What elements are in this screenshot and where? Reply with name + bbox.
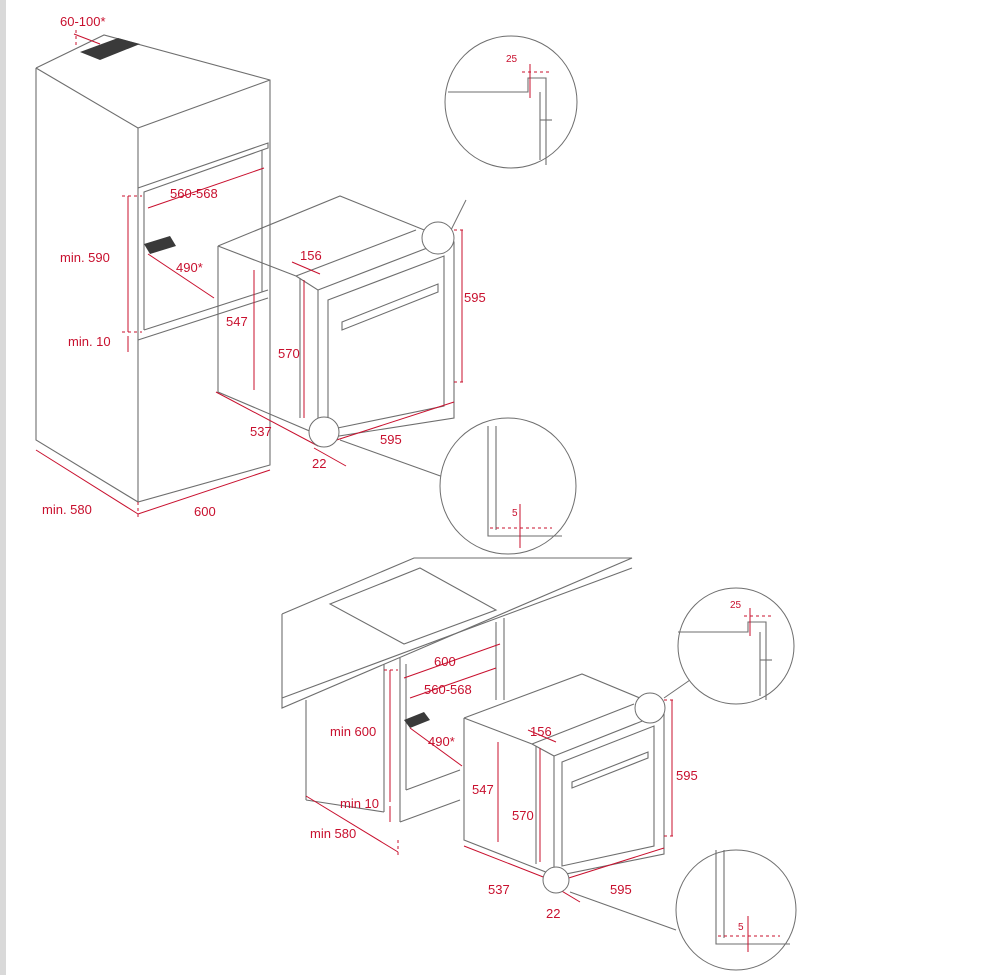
counter-dimension-lines bbox=[305, 643, 501, 858]
niche-vent-grille bbox=[144, 236, 176, 254]
oven-depth-label: 537 bbox=[250, 424, 272, 439]
detail-top-gap-label: 25 bbox=[506, 54, 518, 65]
oven-front-height-label: 570 bbox=[278, 346, 300, 361]
counter-oven-depth-label: 537 bbox=[488, 882, 510, 897]
column-oven bbox=[217, 195, 455, 439]
column-detail-top bbox=[421, 35, 578, 255]
vent-gap-label: 60-100* bbox=[60, 14, 106, 29]
counter-oven-height-label: 595 bbox=[676, 768, 698, 783]
kitchen-counter bbox=[281, 557, 633, 823]
oven-width-label: 595 bbox=[380, 432, 402, 447]
counter-cabinet-depth-label: min 580 bbox=[310, 826, 356, 841]
counter-base-gap-label: min 10 bbox=[340, 796, 379, 811]
counter-width-label: 600 bbox=[434, 654, 456, 669]
left-edge-strip bbox=[0, 0, 6, 975]
vent-depth-label: 490* bbox=[176, 260, 203, 275]
door-offset-label: 22 bbox=[312, 456, 326, 471]
undercounter-detail-bottom bbox=[542, 849, 797, 971]
column-detail-bottom bbox=[308, 416, 577, 555]
undercounter-detail-top bbox=[634, 587, 795, 724]
niche-width-label: 560-568 bbox=[170, 186, 218, 201]
counter-niche-height-label: min 600 bbox=[330, 724, 376, 739]
counter-oven-front-height-label: 570 bbox=[512, 808, 534, 823]
counter-door-offset-label: 22 bbox=[546, 906, 560, 921]
undercounter-oven bbox=[463, 673, 665, 877]
tall-cabinet bbox=[35, 34, 271, 503]
undercounter-oven-dimension-lines bbox=[463, 699, 676, 903]
oven-height-label: 595 bbox=[464, 290, 486, 305]
top-vent-grille bbox=[80, 38, 140, 60]
door-thickness-label: 156 bbox=[300, 248, 322, 263]
column-oven-dimension-lines bbox=[215, 229, 466, 467]
counter-vent-grille bbox=[404, 712, 430, 728]
counter-oven-width-label: 595 bbox=[610, 882, 632, 897]
counter-detail-bottom-gap-label: 5 bbox=[738, 922, 744, 933]
counter-detail-top-gap-label: 25 bbox=[730, 600, 742, 611]
counter-oven-body-height-label: 547 bbox=[472, 782, 494, 797]
detail-bottom-gap-label: 5 bbox=[512, 508, 518, 519]
cabinet-width-label: 600 bbox=[194, 504, 216, 519]
niche-height-label: min. 590 bbox=[60, 250, 110, 265]
counter-niche-width-label: 560-568 bbox=[424, 682, 472, 697]
base-gap-label: min. 10 bbox=[68, 334, 111, 349]
cabinet-depth-label: min. 580 bbox=[42, 502, 92, 517]
counter-door-thickness-label: 156 bbox=[530, 724, 552, 739]
counter-vent-depth-label: 490* bbox=[428, 734, 455, 749]
column-dimension-lines bbox=[35, 30, 271, 520]
oven-body-height-label: 547 bbox=[226, 314, 248, 329]
